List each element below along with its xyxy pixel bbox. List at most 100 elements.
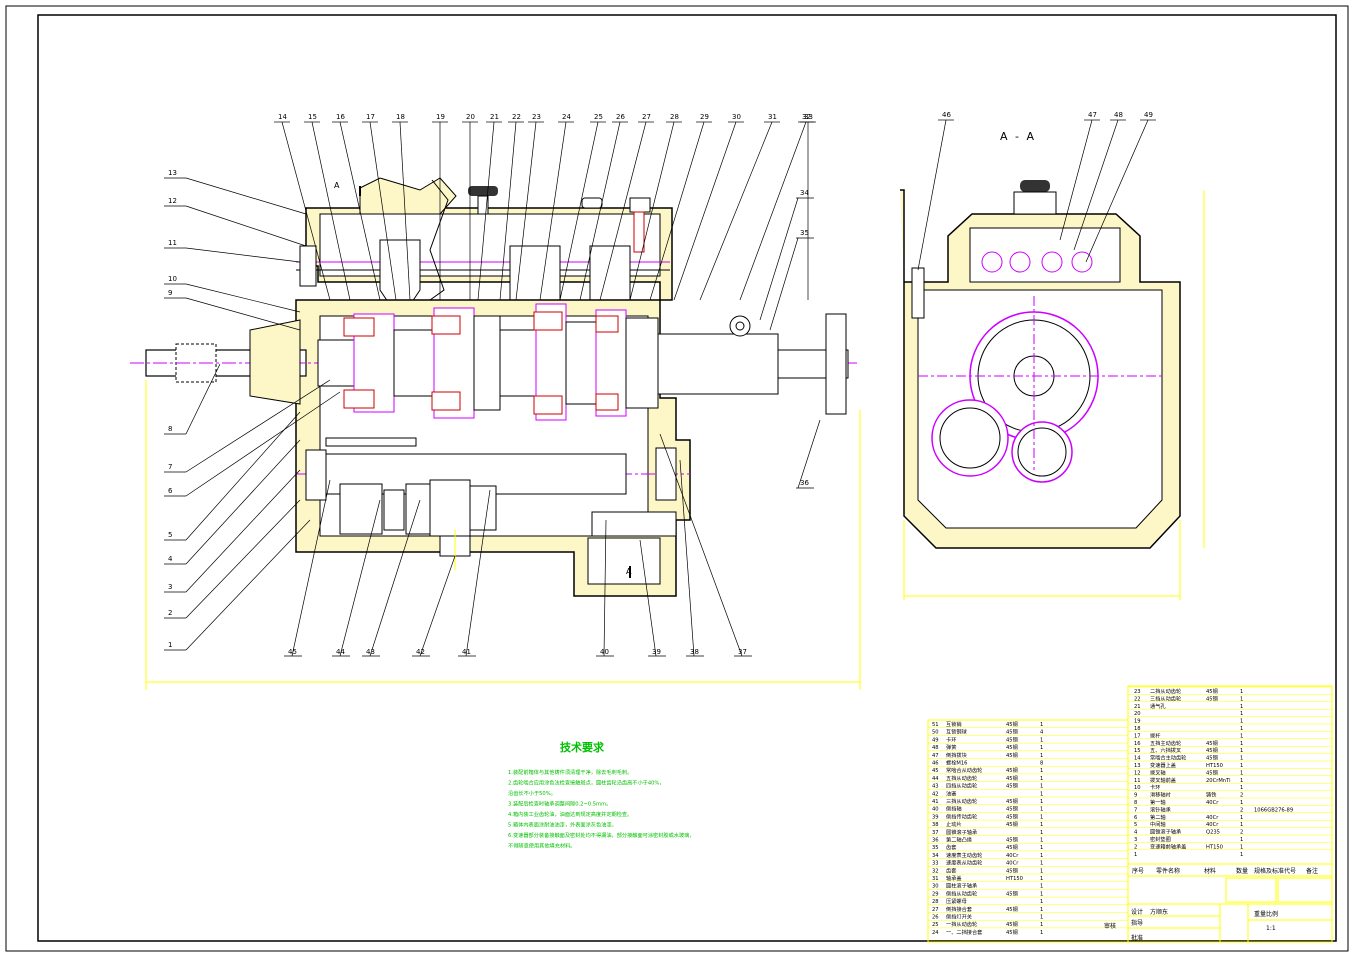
bom-left-qty: 1 (1040, 891, 1043, 897)
callout-top: 24 (562, 113, 571, 121)
callout-left: 9 (168, 289, 172, 297)
bom-left-mat: 45钢 (1006, 866, 1018, 874)
bom-left-qty: 8 (1040, 761, 1043, 767)
bom-left-no: 48 (932, 745, 939, 751)
callout-section: 49 (1144, 111, 1153, 119)
bom-left-qty: 1 (1040, 845, 1043, 851)
bom-right-qty: 2 (1240, 830, 1243, 836)
bom-right-qty: 1 (1240, 844, 1243, 850)
bom-left-qty: 1 (1040, 768, 1043, 774)
callout-left: 8 (168, 425, 172, 433)
bom-right-no: 15 (1134, 748, 1141, 754)
bom-left-qty: 1 (1040, 899, 1043, 905)
bom-left-qty: 1 (1040, 799, 1043, 805)
bom-left-mat: 45钢 (1006, 728, 1018, 736)
callout-top: 15 (308, 113, 317, 121)
bom-right-no: 3 (1134, 837, 1137, 843)
bom-left-qty: 1 (1040, 915, 1043, 921)
note-line: 沿齿长不小于50%。 (508, 789, 556, 797)
bom-left-qty: 1 (1040, 868, 1043, 874)
callout-left: 5 (168, 531, 172, 539)
bom-right-name: 拨叉轴 (1150, 768, 1166, 776)
bom-left-mat: 45钢 (1006, 805, 1018, 813)
header-std: 规格及标准代号 (1254, 867, 1296, 875)
bom-left-mat: 45钢 (1006, 905, 1018, 913)
callout-top: 16 (336, 113, 345, 121)
bom-right-name: 圆锥滚子轴承 (1150, 828, 1182, 836)
bom-right-mat: 45钢 (1206, 739, 1218, 747)
bom-left-no: 31 (932, 876, 939, 882)
note-line: 不得随意使用其他填充材料。 (508, 842, 575, 850)
bom-left-name: 倒挡轴 (946, 805, 962, 813)
bom-right-name: 三挡从动齿轮 (1150, 694, 1181, 702)
bom-left-mat: 45钢 (1006, 751, 1018, 759)
callout-top: 32 (802, 113, 811, 121)
bom-left-mat: 45钢 (1006, 782, 1018, 790)
callout-top: 18 (396, 113, 405, 121)
scale-value: 1:1 (1266, 925, 1276, 932)
bom-right-mat: 40Cr (1206, 822, 1219, 828)
bom-right-mat: Q235 (1206, 830, 1220, 836)
bom-left-qty: 1 (1040, 930, 1043, 936)
bom-left-no: 39 (932, 814, 939, 820)
bom-left-no: 34 (932, 853, 939, 859)
bom-right-name: 卡环 (1150, 783, 1160, 791)
bom-left-name: 齿套 (946, 866, 957, 874)
callout-bottom: 42 (416, 648, 425, 656)
bom-left-no: 38 (932, 822, 939, 828)
guide-label: 指导 (1131, 919, 1143, 927)
bom-left-qty: 1 (1040, 876, 1043, 882)
callout-left: 11 (168, 239, 177, 247)
bom-right-qty: 1 (1240, 815, 1243, 821)
callout-bottom: 40 (600, 648, 609, 656)
callout-bottom: 37 (738, 648, 747, 656)
callout-section: 47 (1088, 111, 1097, 119)
bom-left-no: 45 (932, 768, 939, 774)
bom-left-no: 43 (932, 784, 939, 790)
bom-left-qty: 1 (1040, 807, 1043, 813)
note-line: 4.箱内装工业齿轮油，油面达到规定高度并定期检查。 (508, 810, 632, 818)
bom-left-qty: 1 (1040, 737, 1043, 743)
designer-name: 方顺东 (1150, 908, 1168, 916)
bom-right-qty: 1 (1240, 726, 1243, 732)
bom-right-mat: 45钢 (1206, 754, 1218, 762)
bom-right-qty: 1 (1240, 748, 1243, 754)
bom-left-qty: 1 (1040, 814, 1043, 820)
bom-right-mat: 45钢 (1206, 746, 1218, 754)
bom-right-qty: 1 (1240, 837, 1243, 843)
bom-left-mat: 40Cr (1006, 853, 1019, 859)
bom-left-mat: 45钢 (1006, 920, 1018, 928)
bom-left-name: 倒挡传动齿轮 (946, 812, 977, 820)
callout-right: 35 (800, 229, 809, 237)
bom-right-name: 中间轴 (1150, 820, 1166, 828)
callout-top: 19 (436, 113, 445, 121)
callout-right: 36 (800, 479, 809, 487)
bom-left-name: 圆锥滚子轴承 (946, 828, 978, 836)
bom-left-qty: 4 (1040, 730, 1044, 736)
bom-right-no: 23 (1134, 689, 1141, 695)
bom-right-qty: 1 (1240, 785, 1243, 791)
design-label: 设计 (1131, 908, 1143, 916)
bom-right-qty: 2 (1240, 807, 1243, 813)
bom-left-name: 卡环 (946, 735, 956, 743)
bom-right-qty: 1 (1240, 733, 1243, 739)
callout-left: 12 (168, 197, 177, 205)
bom-left-no: 40 (932, 807, 939, 813)
bom-right-no: 10 (1134, 785, 1141, 791)
callout-top: 30 (732, 113, 741, 121)
bom-right-mat: 45钢 (1206, 768, 1218, 776)
bom-left-name: 倒挡从动齿轮 (946, 889, 977, 897)
gearbox-section-a-a: A - A (900, 130, 1205, 600)
bom-right-no: 18 (1134, 726, 1141, 732)
callout-left: 1 (168, 641, 172, 649)
cut-marker-top: A (334, 181, 340, 190)
bom-right-qty: 1 (1240, 719, 1243, 725)
bom-left-name: 轴承盖 (946, 874, 962, 882)
bom-right-name: 拨叉轴前盖 (1150, 776, 1176, 784)
bom-left-no: 25 (932, 922, 939, 928)
bom-left-name: 五挡从动齿轮 (946, 774, 977, 782)
bom-right-mat: 40Cr (1206, 815, 1219, 821)
bom-right-no: 16 (1134, 741, 1141, 747)
